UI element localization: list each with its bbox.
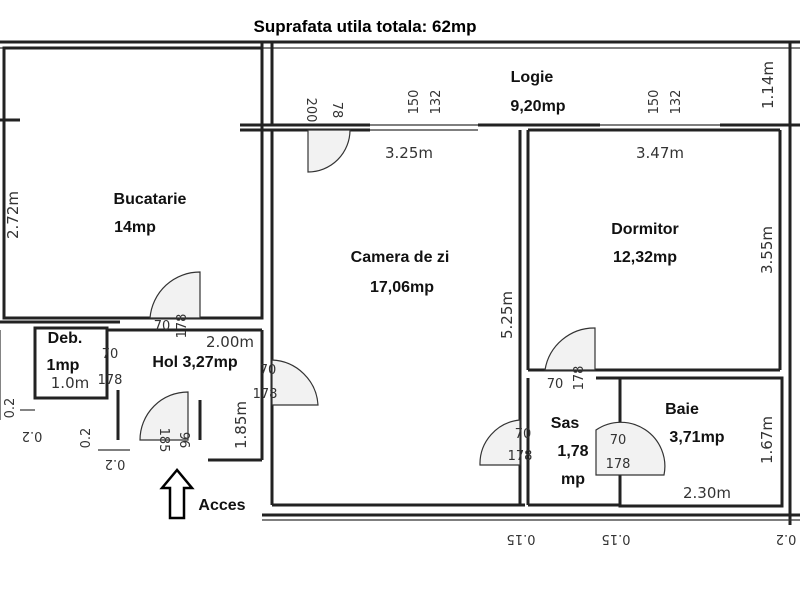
entrance-arrow-icon: [159, 468, 195, 520]
door-5-width: 70: [515, 427, 532, 442]
entrance-door-height: 185: [156, 428, 171, 453]
total-area-title: Suprafata utila totala: 62mp: [254, 17, 477, 36]
left-dim-3: 0.2: [3, 398, 18, 419]
door-3-width: 70: [260, 363, 277, 378]
room-name-baie: Baie: [665, 401, 699, 418]
left-dim-2: 0.2: [105, 456, 126, 471]
window-height-1: 132: [429, 90, 444, 115]
dim-kitchen-depth: 2.72m: [4, 191, 22, 239]
door-4-width: 70: [547, 377, 564, 392]
room-area-dormitor: 12,32mp: [613, 249, 677, 266]
sas-door: [479, 419, 521, 466]
room-area-bucatarie: 14mp: [114, 219, 156, 236]
dim-hall-width: 2.00m: [206, 333, 254, 351]
window-height-2: 132: [669, 90, 684, 115]
kitchen-door: [149, 271, 201, 319]
dim-living-width: 3.25m: [385, 144, 433, 162]
room-name-dormitor: Dormitor: [611, 221, 679, 238]
bottom-dim-3: 0.2: [776, 531, 797, 546]
access-label: Acces: [198, 497, 245, 514]
room-area-sas-unit: mp: [561, 471, 585, 488]
entrance-door-width: 96: [176, 432, 191, 449]
door-5-height: 178: [508, 449, 533, 464]
loggia-door-width: 78: [329, 102, 344, 119]
door-2-width: 70: [102, 347, 119, 362]
room-area-camera: 17,06mp: [370, 279, 434, 296]
bottom-dim-1: 0.15: [507, 531, 536, 546]
door-1-width: 70: [154, 319, 171, 334]
room-area-deb: 1mp: [47, 357, 80, 374]
door-6-height: 178: [606, 457, 631, 472]
dim-bath-depth: 1.67m: [758, 416, 776, 464]
left-dim-4: 0.2: [79, 428, 94, 449]
room-name-deb: Deb.: [48, 330, 83, 347]
door-4-height: 178: [572, 366, 587, 391]
room-name-camera: Camera de zi: [351, 249, 450, 266]
room-name-bucatarie: Bucatarie: [114, 191, 187, 208]
dim-bath-width: 2.30m: [683, 484, 731, 502]
room-name-logie: Logie: [511, 69, 554, 86]
left-dim-1: 0.2: [22, 428, 43, 443]
door-2-height: 178: [98, 373, 123, 388]
door-6-width: 70: [610, 433, 627, 448]
loggia-door-height: 200: [303, 98, 318, 123]
window-width-1: 150: [407, 90, 422, 115]
door-1-height: 178: [175, 314, 190, 339]
room-name-hol: Hol 3,27mp: [152, 354, 238, 371]
dim-bedroom-width: 3.47m: [636, 144, 684, 162]
room-name-sas: Sas: [551, 415, 580, 432]
dim-loggia-depth: 1.14m: [759, 61, 777, 109]
kitchen-walls: [2, 46, 264, 320]
debara-walls: [33, 326, 109, 400]
window-width-2: 150: [647, 90, 662, 115]
dim-hall-depth: 1.85m: [232, 401, 250, 449]
dim-bedroom-depth: 3.55m: [758, 226, 776, 274]
bath-door: [595, 421, 666, 476]
room-area-sas: 1,78: [557, 443, 588, 460]
bottom-dim-2: 0.15: [602, 531, 631, 546]
dim-debara-width: 1.0m: [51, 374, 89, 392]
living-door: [271, 359, 319, 406]
room-area-logie: 9,20mp: [510, 98, 565, 115]
entrance-door: [139, 391, 189, 441]
door-3-height: 178: [253, 387, 278, 402]
room-area-baie: 3,71mp: [669, 429, 724, 446]
bedroom-door: [544, 327, 596, 371]
dim-living-depth: 5.25m: [498, 291, 516, 339]
loggia-door: [307, 129, 351, 173]
